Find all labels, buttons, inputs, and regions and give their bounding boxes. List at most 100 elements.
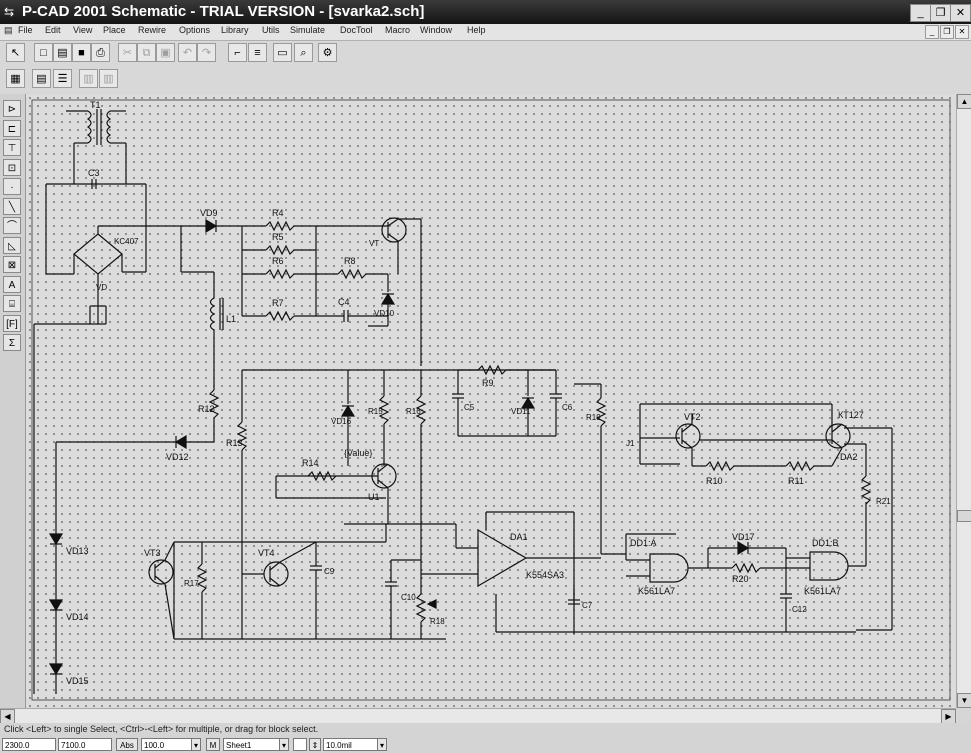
menu-macro[interactable]: Macro	[385, 25, 411, 35]
resistor-r19-vertical[interactable]	[574, 383, 607, 554]
layer-color-box[interactable]	[293, 738, 307, 751]
nand-gate-dd1b[interactable]	[809, 502, 867, 581]
scroll-down-arrow-icon[interactable]: ▼	[957, 693, 971, 708]
transistor-vt[interactable]	[316, 217, 422, 366]
transistor-vt3[interactable]	[148, 541, 208, 640]
menu-help[interactable]: Help	[467, 25, 486, 35]
scroll-thumb[interactable]	[957, 510, 971, 522]
diode-vd12[interactable]	[56, 434, 187, 450]
menu-place[interactable]: Place	[103, 25, 126, 35]
scroll-right-arrow-icon[interactable]: ▶	[941, 709, 956, 724]
menu-simulate[interactable]: Simulate	[290, 25, 326, 35]
new-file-icon[interactable]: □	[34, 43, 53, 62]
m-button[interactable]: M	[206, 738, 220, 751]
transformer-t1[interactable]	[66, 109, 127, 184]
place-arc-icon[interactable]: ⌒	[3, 217, 21, 234]
grid-dropdown-icon[interactable]: ▾	[377, 738, 387, 751]
menu-library[interactable]: Library	[221, 25, 249, 35]
network-c10-r18[interactable]	[385, 559, 437, 639]
place-point-icon[interactable]: ·	[3, 178, 21, 195]
options-icon[interactable]: ⚙	[318, 43, 337, 62]
transistor-u1[interactable]	[275, 463, 397, 524]
place-port-icon[interactable]: ⊏	[3, 119, 21, 137]
close-button[interactable]: ✕	[950, 4, 971, 22]
app-icon[interactable]: ⇆	[4, 5, 15, 19]
sheet-disabled-icon[interactable]: ▥	[79, 69, 98, 88]
transistor-vt4[interactable]	[242, 541, 322, 639]
schematic-canvas[interactable]: T1 C3 KC407 VD	[26, 94, 956, 708]
cut-icon[interactable]: ✂	[118, 43, 137, 62]
place-sum-icon[interactable]: Σ	[3, 334, 21, 351]
grid-table-icon[interactable]: ▦	[6, 69, 25, 88]
menu-utils[interactable]: Utils	[262, 25, 280, 35]
place-part-icon[interactable]: ⊳	[3, 100, 21, 117]
paste-icon[interactable]: ▣	[156, 43, 175, 62]
document-icon[interactable]: ▤	[4, 25, 13, 35]
place-line-icon[interactable]: ╲	[3, 197, 21, 215]
list-icon[interactable]: ☰	[53, 69, 72, 88]
resistor-bank[interactable]	[241, 220, 388, 322]
output-stage[interactable]	[639, 403, 893, 631]
copy-icon[interactable]: ⧉	[137, 43, 156, 62]
sheet2-disabled-icon[interactable]: ▥	[99, 69, 118, 88]
wire-icon[interactable]: ⌐	[228, 43, 247, 62]
y-coordinate-field[interactable]: 7100.0	[58, 738, 112, 751]
place-text-icon[interactable]: A	[3, 275, 21, 293]
redo-icon[interactable]: ↷	[197, 43, 216, 62]
grid-spinner-icon[interactable]: ⇕	[309, 738, 321, 751]
vertical-scrollbar[interactable]: ▲ ▼	[956, 94, 971, 708]
menu-doctool[interactable]: DocTool	[340, 25, 373, 35]
menu-edit[interactable]: Edit	[45, 25, 61, 35]
abs-toggle-button[interactable]: Abs	[116, 738, 138, 751]
resistor-r13[interactable]	[236, 421, 248, 542]
document-icon[interactable]: ▤	[32, 69, 51, 88]
place-polygon-icon[interactable]: ◺	[3, 236, 21, 254]
zoom-dropdown-icon[interactable]: ▾	[191, 738, 201, 751]
zoom-icon[interactable]: ⌕	[294, 43, 313, 62]
diode-bridge-kc407[interactable]	[46, 226, 146, 324]
menu-rewire[interactable]: Rewire	[138, 25, 167, 35]
restore-button[interactable]: ❐	[930, 4, 951, 22]
nand-gate-dd1a[interactable]	[601, 533, 708, 583]
select-arrow-icon[interactable]: ↖	[6, 43, 25, 62]
save-icon[interactable]: ■	[72, 43, 91, 62]
menu-view[interactable]: View	[73, 25, 93, 35]
open-folder-icon[interactable]: ▤	[53, 43, 72, 62]
sheet-select[interactable]: Sheet1	[223, 738, 289, 751]
diode-vd9[interactable]	[181, 218, 242, 234]
scroll-left-arrow-icon[interactable]: ◀	[0, 709, 15, 724]
place-power-icon[interactable]: ⊤	[3, 139, 21, 156]
horizontal-scrollbar[interactable]: ◀ ▶	[0, 708, 956, 724]
network-c5-vd11-c6[interactable]	[452, 364, 562, 437]
zoom-field[interactable]: 100.0	[141, 738, 201, 751]
mdi-close-button[interactable]: ✕	[955, 25, 969, 39]
menu-file[interactable]: File	[18, 25, 33, 35]
part-icon[interactable]: ▭	[273, 43, 292, 62]
place-field-icon[interactable]: ⊠	[3, 256, 21, 273]
netlist-icon[interactable]: ≡	[248, 43, 267, 62]
minimize-button[interactable]: _	[910, 4, 931, 22]
scroll-up-arrow-icon[interactable]: ▲	[957, 94, 971, 109]
resistor-r12[interactable]	[186, 389, 220, 443]
print-icon[interactable]: ⎙	[91, 43, 110, 62]
capacitor-c7[interactable]	[568, 588, 580, 605]
diode-string[interactable]	[33, 324, 64, 694]
menu-options[interactable]: Options	[179, 25, 211, 35]
sheet-dropdown-icon[interactable]: ▾	[279, 738, 289, 751]
inductor-l1[interactable]	[209, 272, 224, 390]
diode-vd16[interactable]	[340, 370, 356, 466]
capacitor-c3[interactable]	[45, 179, 147, 274]
x-coordinate-field[interactable]: 2300.0	[2, 738, 56, 751]
network-vd17-r20[interactable]	[707, 540, 810, 632]
label-r18: R18	[430, 617, 445, 626]
menu-window[interactable]: Window	[420, 25, 453, 35]
mdi-minimize-button[interactable]: _	[925, 25, 939, 39]
place-ieee-icon[interactable]: [F]	[3, 314, 21, 332]
mdi-restore-button[interactable]: ❐	[940, 25, 954, 39]
diode-vd10[interactable]	[368, 274, 396, 327]
resistor-r15-r16[interactable]	[378, 370, 427, 589]
undo-icon[interactable]: ↶	[178, 43, 197, 62]
place-block-icon[interactable]: ⊡	[3, 158, 21, 176]
opamp-da1[interactable]	[344, 511, 856, 634]
place-attribute-icon[interactable]: ⌸	[3, 295, 21, 312]
